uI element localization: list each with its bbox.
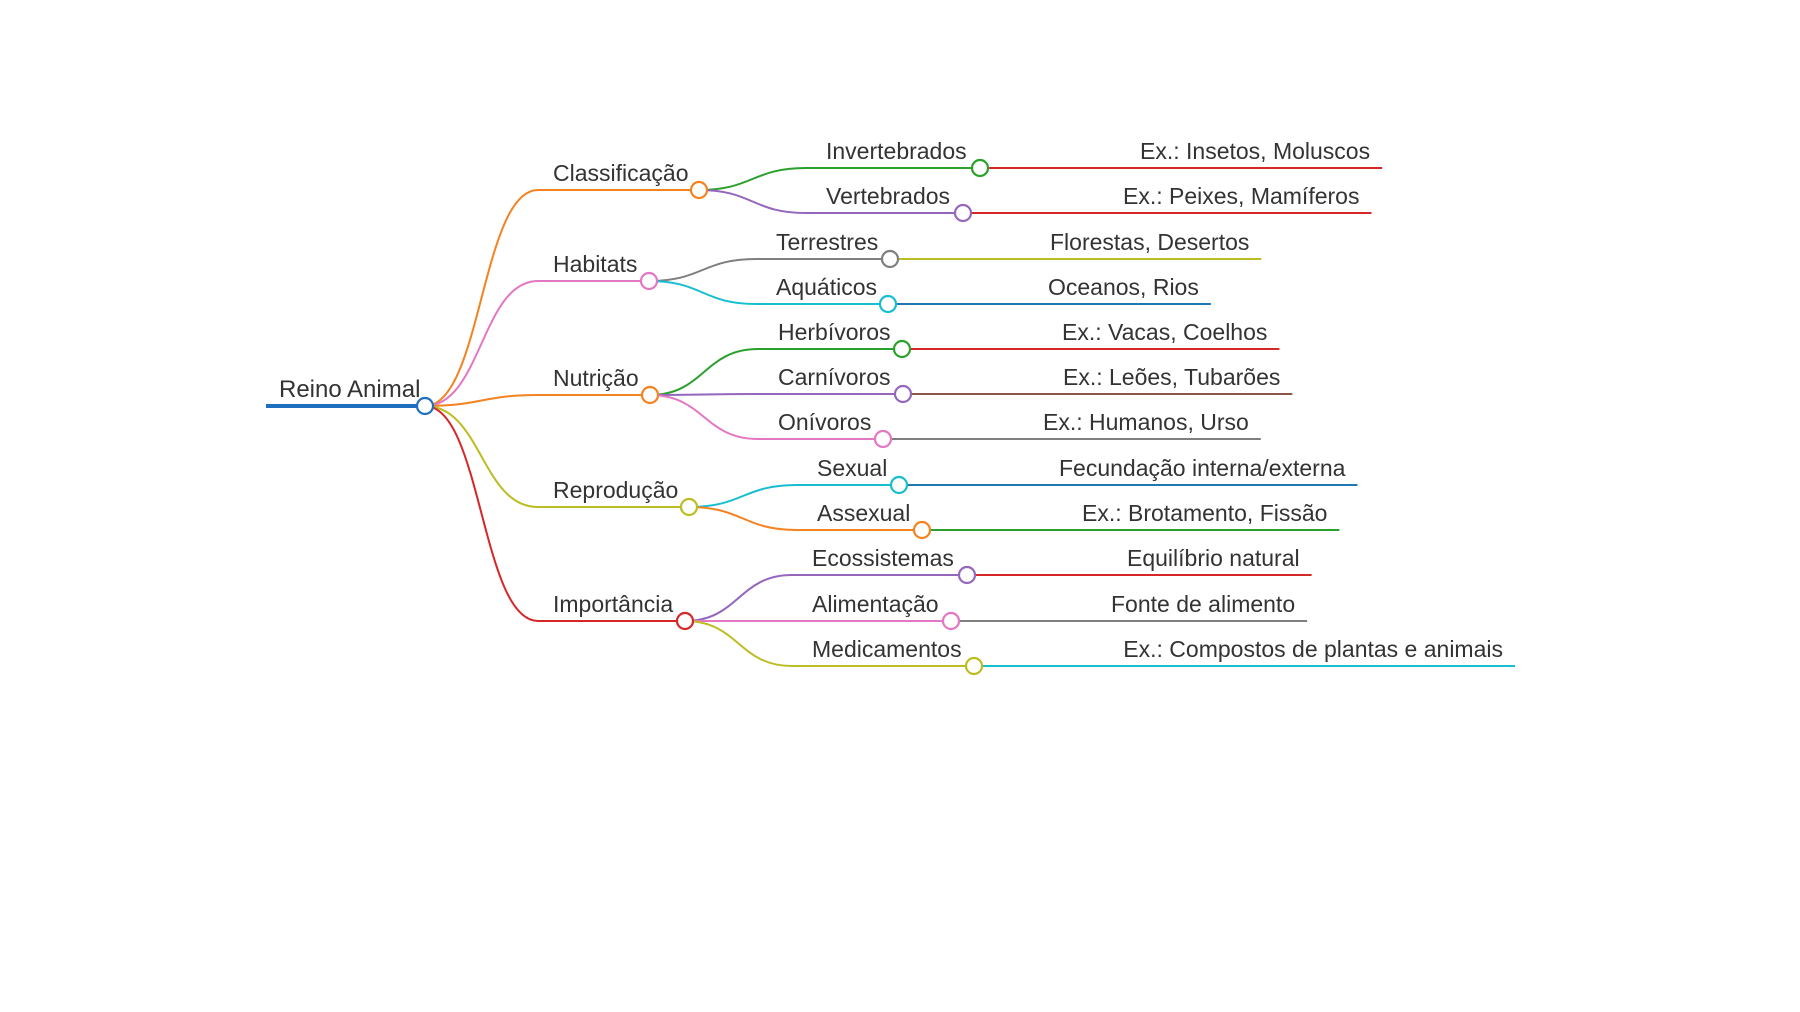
connector-medicamentos	[684, 620, 793, 667]
branch-node-importancia[interactable]	[675, 611, 695, 631]
subbranch-label-onivoros: Onívoros	[778, 409, 871, 435]
connector-aquaticos	[648, 280, 757, 305]
subbranch-label-herbivoros: Herbívoros	[778, 319, 890, 345]
connector-classificacao	[424, 189, 539, 407]
subbranch-node-assexual[interactable]	[912, 520, 932, 540]
branch-node-reproducao[interactable]	[679, 497, 699, 517]
subbranch-node-sexual[interactable]	[889, 475, 909, 495]
leaf-label-ex-insetos-moluscos: Ex.: Insetos, Moluscos	[1140, 138, 1370, 164]
subbranch-label-assexual: Assexual	[817, 500, 910, 526]
connector-importancia	[424, 405, 539, 622]
branch-label-habitats: Habitats	[553, 251, 637, 277]
branch-node-nutricao[interactable]	[640, 385, 660, 405]
subbranch-node-ecossistemas[interactable]	[957, 565, 977, 585]
leaf-label-equilibrio-natural: Equilíbrio natural	[1127, 545, 1300, 571]
subbranch-node-vertebrados[interactable]	[953, 203, 973, 223]
connector-ecossistemas	[684, 574, 793, 622]
branch-node-habitats[interactable]	[639, 271, 659, 291]
branch-label-classificacao: Classificação	[553, 160, 689, 186]
subbranch-label-aquaticos: Aquáticos	[776, 274, 877, 300]
branch-label-nutricao: Nutrição	[553, 365, 639, 391]
leaf-label-oceanos-rios: Oceanos, Rios	[1048, 274, 1199, 300]
leaf-label-ex-leoes-tubaroes: Ex.: Leões, Tubarões	[1063, 364, 1280, 390]
subbranch-label-sexual: Sexual	[817, 455, 887, 481]
subbranch-label-ecossistemas: Ecossistemas	[812, 545, 954, 571]
connector-nutricao	[424, 394, 539, 407]
root-node[interactable]	[415, 396, 435, 416]
leaf-label-ex-humanos-urso: Ex.: Humanos, Urso	[1043, 409, 1249, 435]
connector-assexual	[688, 506, 798, 531]
subbranch-label-invertebrados: Invertebrados	[826, 138, 967, 164]
connector-vertebrados	[698, 189, 807, 214]
connector-herbivoros	[649, 348, 759, 396]
connector-invertebrados	[698, 167, 807, 191]
connector-sexual	[688, 484, 798, 508]
subbranch-node-aquaticos[interactable]	[878, 294, 898, 314]
branch-label-importancia: Importância	[553, 591, 673, 617]
leaf-label-ex-vacas-coelhos: Ex.: Vacas, Coelhos	[1062, 319, 1267, 345]
leaf-label-ex-compostos-de-plantas-e-animais: Ex.: Compostos de plantas e animais	[1123, 636, 1503, 662]
connector-reproducao	[424, 405, 539, 508]
subbranch-label-alimentacao: Alimentação	[812, 591, 939, 617]
subbranch-label-medicamentos: Medicamentos	[812, 636, 962, 662]
subbranch-node-invertebrados[interactable]	[970, 158, 990, 178]
connector-habitats	[424, 280, 539, 407]
subbranch-node-medicamentos[interactable]	[964, 656, 984, 676]
branch-node-classificacao[interactable]	[689, 180, 709, 200]
subbranch-label-terrestres: Terrestres	[776, 229, 878, 255]
leaf-label-ex-peixes-mamiferos: Ex.: Peixes, Mamíferos	[1123, 183, 1359, 209]
connector-carnivoros	[649, 393, 759, 396]
leaf-label-fecundacao-interna-externa: Fecundação interna/externa	[1059, 455, 1346, 481]
mind-map-connectors	[266, 167, 1515, 667]
subbranch-label-carnivoros: Carnívoros	[778, 364, 890, 390]
branch-label-reproducao: Reprodução	[553, 477, 678, 503]
subbranch-node-alimentacao[interactable]	[941, 611, 961, 631]
subbranch-node-onivoros[interactable]	[873, 429, 893, 449]
leaf-label-ex-brotamento-fissao: Ex.: Brotamento, Fissão	[1082, 500, 1327, 526]
root-node-label: Reino Animal	[279, 376, 420, 403]
leaf-label-fonte-de-alimento: Fonte de alimento	[1111, 591, 1295, 617]
subbranch-label-vertebrados: Vertebrados	[826, 183, 950, 209]
subbranch-node-herbivoros[interactable]	[892, 339, 912, 359]
subbranch-node-carnivoros[interactable]	[893, 384, 913, 404]
leaf-label-florestas-desertos: Florestas, Desertos	[1050, 229, 1249, 255]
connector-onivoros	[649, 394, 759, 440]
subbranch-node-terrestres[interactable]	[880, 249, 900, 269]
connector-terrestres	[648, 258, 757, 282]
